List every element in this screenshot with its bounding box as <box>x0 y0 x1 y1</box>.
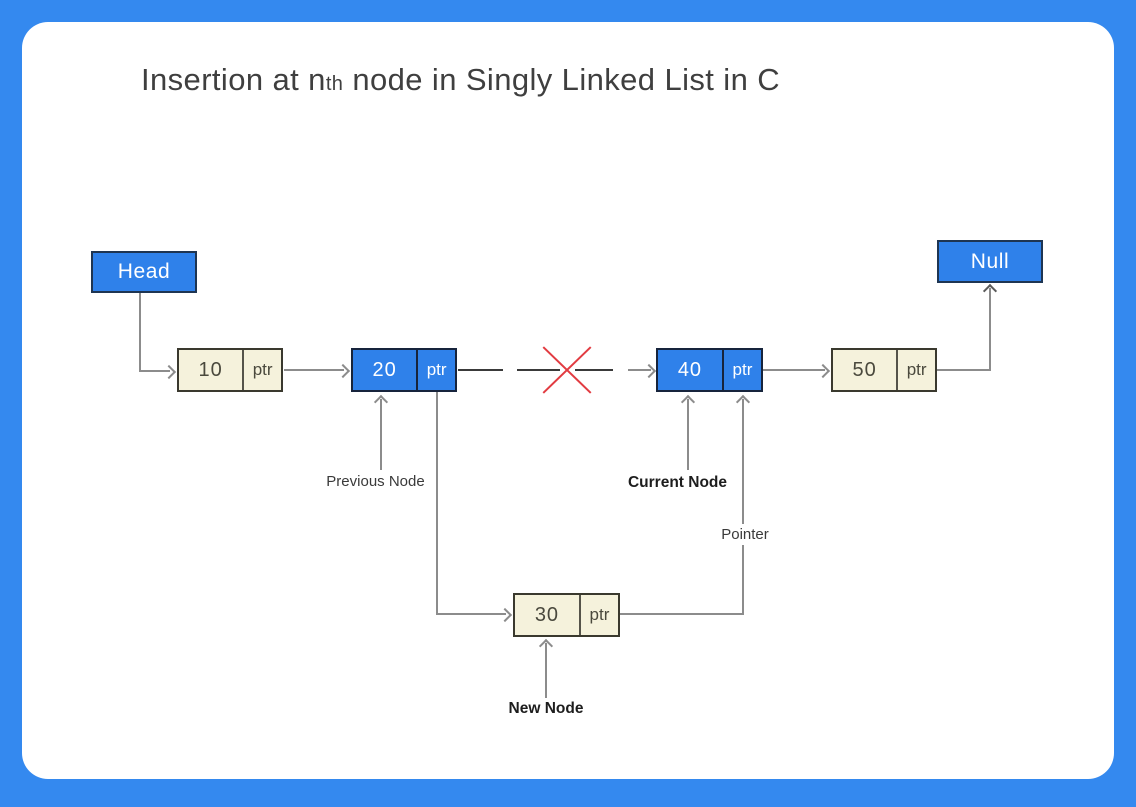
node-20-ptr: ptr <box>416 350 455 390</box>
title-prefix: Insertion at n <box>141 62 326 97</box>
node-10-value: 10 <box>198 358 223 381</box>
node-40: 40 ptr <box>656 348 763 392</box>
previous-node-label: Previous Node <box>326 473 425 490</box>
old-link-segment-3 <box>575 369 613 371</box>
diagram-card <box>22 22 1114 779</box>
link-30-to-40-vertical <box>742 399 744 615</box>
new-node-label: New Node <box>508 700 584 717</box>
previous-node-line <box>380 399 382 470</box>
arrow-50-null-horizontal <box>937 369 991 371</box>
node-20: 20 ptr <box>351 348 457 392</box>
link-30-to-40-horizontal <box>620 613 744 615</box>
head-label: Head <box>117 260 171 283</box>
head-arrow-vertical <box>139 293 141 372</box>
node-20-value: 20 <box>372 358 397 381</box>
node-50-ptr: ptr <box>896 350 935 390</box>
node-30: 30 ptr <box>513 593 620 637</box>
arrow-50-null-vertical <box>989 288 991 371</box>
node-10: 10 ptr <box>177 348 283 392</box>
arrow-40-50-line <box>763 369 825 371</box>
arrow-into-40-line <box>628 369 651 371</box>
node-50-value: 50 <box>852 358 877 381</box>
old-link-segment-2 <box>517 369 560 371</box>
node-40-ptr: ptr <box>721 350 761 390</box>
old-link-segment-1 <box>458 369 503 371</box>
node-50: 50 ptr <box>831 348 937 392</box>
link-20-to-30-vertical <box>436 392 438 615</box>
current-node-line <box>687 399 689 470</box>
arrow-10-20-line <box>284 369 344 371</box>
node-30-ptr: ptr <box>578 595 618 635</box>
null-box: Null <box>937 240 1043 283</box>
head-box: Head <box>91 251 197 293</box>
head-arrow-horizontal <box>139 370 170 372</box>
node-30-value: 30 <box>534 603 560 626</box>
null-label: Null <box>970 249 1010 273</box>
link-20-to-30-horizontal <box>436 613 506 615</box>
title-subscript: th <box>325 73 344 95</box>
pointer-label: Pointer <box>711 524 779 545</box>
new-node-line <box>545 643 547 698</box>
node-40-value: 40 <box>677 358 703 381</box>
node-10-ptr: ptr <box>242 350 281 390</box>
diagram-title: Insertion at nth node in Singly Linked L… <box>141 62 1001 98</box>
red-cross-icon <box>542 346 592 394</box>
current-node-label: Current Node <box>627 474 728 491</box>
title-suffix: node in Singly Linked List in C <box>343 62 781 97</box>
